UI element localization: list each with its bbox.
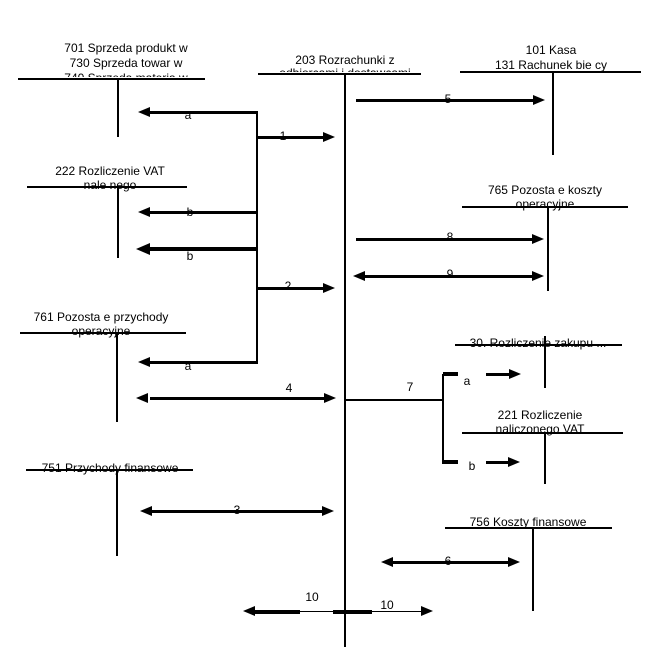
account-title: 203 Rozrachunki z — [295, 53, 395, 67]
t-account-stem — [344, 73, 346, 647]
arrowhead-right-icon — [508, 457, 520, 467]
arrowhead-right-icon — [322, 506, 334, 516]
account-title: 222 Rozliczenie VAT — [55, 164, 165, 178]
arrow-label: a — [463, 374, 471, 388]
t-account-rule — [445, 527, 612, 529]
arrowhead-right-icon — [509, 369, 521, 379]
arrow-shaft — [148, 247, 258, 251]
connector-line — [256, 111, 258, 364]
arrowhead-left-icon — [138, 357, 150, 367]
arrow-shaft — [257, 136, 323, 139]
arrow-label: 4 — [285, 381, 293, 395]
arrow-label: 1 — [279, 129, 287, 143]
arrow-label: 5 — [444, 92, 452, 106]
account-title: 730 Sprzeda towar w — [69, 56, 183, 70]
arrowhead-right-icon — [508, 557, 520, 567]
account-title: 221 Rozliczenie — [497, 408, 583, 422]
arrow-shaft — [486, 460, 508, 464]
arrow-shaft — [152, 509, 322, 513]
t-account-rule — [20, 332, 186, 334]
arrow-shaft — [393, 560, 508, 564]
arrow-shaft — [486, 372, 509, 376]
t-account-stem — [544, 336, 546, 388]
arrowhead-left-icon — [138, 107, 150, 117]
account-title: 751 Przychody finansowe — [41, 461, 179, 475]
account-title: 30. Rozliczenie zakupu ... — [469, 336, 607, 350]
arrow-shaft — [255, 610, 401, 612]
account-title: 701 Sprzeda produkt w — [64, 41, 188, 55]
branch-tick — [443, 372, 458, 376]
t-account-rule — [455, 344, 622, 346]
t-account-stem — [547, 206, 549, 291]
account-title: operacyjne — [515, 197, 575, 211]
arrow-shaft-thick — [333, 609, 372, 614]
arrowhead-right-icon — [532, 234, 544, 244]
arrowhead-left-icon — [381, 557, 393, 567]
t-account-stem — [116, 332, 118, 422]
arrowhead-right-icon — [532, 271, 544, 281]
account-title: 131 Rachunek bie cy — [494, 58, 608, 72]
t-account-rule — [26, 469, 193, 471]
t-account-stem — [532, 527, 534, 611]
arrowhead-left-icon — [243, 606, 255, 616]
arrowhead-left-icon — [136, 393, 148, 403]
arrowhead-right-icon — [323, 283, 335, 293]
arrow-shaft — [356, 98, 533, 102]
t-account-rule — [462, 206, 628, 208]
arrow-label: a — [184, 359, 192, 373]
arrowhead-left-icon — [140, 506, 152, 516]
arrow-label: a — [184, 108, 192, 122]
arrow-label: b — [468, 459, 476, 473]
arrowhead-right-icon — [421, 606, 433, 616]
account-title: operacyjne — [71, 324, 131, 338]
connector-line — [345, 399, 443, 401]
arrow-shaft — [150, 396, 324, 400]
arrow-label: 9 — [446, 267, 454, 281]
t-account-rule — [18, 78, 205, 80]
t-account-stem — [117, 78, 119, 137]
t-account-stem — [552, 71, 554, 155]
account-title-clipped: 740 Sprzeda materia w — [16, 72, 236, 77]
t-account-stem — [544, 432, 546, 484]
connector-line — [442, 374, 444, 464]
arrow-label: 3 — [233, 503, 241, 517]
arrowhead-left-icon — [353, 271, 365, 281]
arrow-shaft-thick — [255, 609, 300, 614]
arrow-shaft — [150, 111, 258, 114]
t-account-rule — [27, 186, 187, 188]
t-account-stem — [117, 186, 119, 258]
branch-tick — [443, 460, 458, 464]
arrow-label: 2 — [284, 279, 292, 293]
t-account-rule — [462, 432, 623, 434]
arrow-label: 8 — [446, 230, 454, 244]
arrow-label: 6 — [444, 554, 452, 568]
arrowhead-right-icon — [323, 132, 335, 142]
t-account-rule — [258, 73, 421, 75]
arrow-label: b — [186, 205, 194, 219]
account-title: 756 Koszty finansowe — [469, 515, 587, 529]
arrowhead-left-icon — [136, 243, 150, 255]
arrowhead-right-icon — [324, 393, 336, 403]
arrow-label: 7 — [406, 380, 414, 394]
account-title: naliczonego VAT — [495, 422, 585, 436]
arrow-shaft — [150, 361, 258, 364]
arrow-shaft — [150, 211, 258, 214]
account-title: 101 Kasa — [525, 43, 577, 57]
arrow-shaft — [356, 237, 532, 241]
arrow-shaft — [340, 610, 421, 612]
account-title: nale nego — [83, 178, 137, 192]
arrowhead-right-icon — [533, 95, 545, 105]
arrow-shaft — [365, 274, 532, 278]
t-account-rule — [460, 71, 641, 73]
arrow-label: b — [186, 249, 194, 263]
t-account-stem — [116, 469, 118, 556]
account-title: 761 Pozosta e przychody — [33, 310, 169, 324]
arrow-label: 10 — [380, 598, 394, 612]
arrow-label: 10 — [305, 590, 319, 604]
account-title-clipped: odbiorcami i dostawcami — [235, 67, 455, 72]
arrow-shaft — [257, 287, 323, 290]
arrowhead-left-icon — [138, 207, 150, 217]
account-title: 765 Pozosta e koszty — [487, 183, 603, 197]
